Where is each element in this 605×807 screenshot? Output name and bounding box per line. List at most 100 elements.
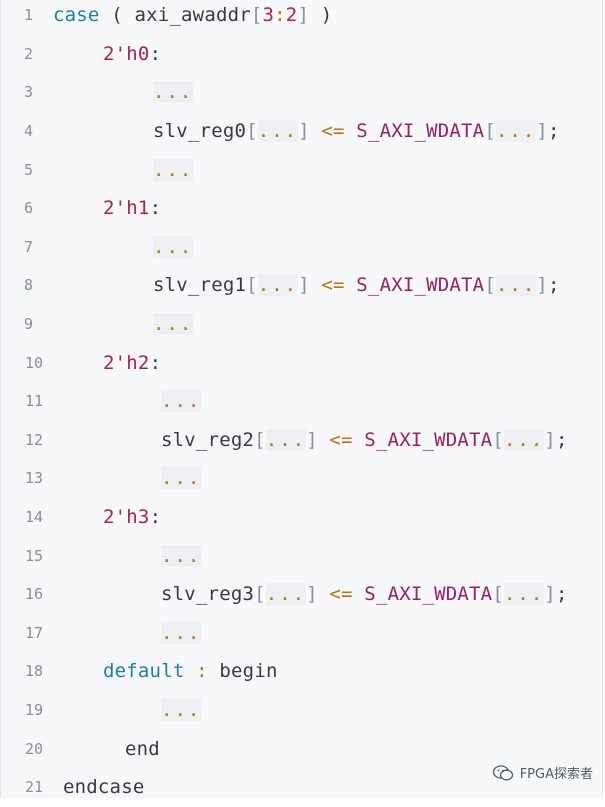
code-token: 3 (263, 4, 275, 26)
line-number: 4 (1, 122, 33, 140)
code-token: ] (536, 274, 548, 296)
code-text: endcase (63, 776, 144, 798)
code-token: [ (484, 274, 496, 296)
code-token: end (125, 738, 160, 760)
line-number: 2 (1, 45, 33, 63)
code-token: : (150, 197, 162, 219)
wechat-icon (492, 764, 514, 782)
code-text: slv_reg0[...] <= S_AXI_WDATA[...]; (153, 120, 560, 142)
code-token: : (150, 506, 162, 528)
code-token: [ (254, 583, 266, 605)
code-token: ] (306, 583, 318, 605)
code-token: <= (318, 583, 365, 605)
code-token: slv_reg3 (161, 583, 254, 605)
line-number: 18 (1, 662, 43, 680)
line-number: 20 (1, 740, 43, 758)
ellipsis-token: ... (161, 622, 201, 644)
code-text: case ( axi_awaddr[3:2] ) (53, 4, 332, 26)
line-number: 12 (1, 431, 43, 449)
code-token: ] (306, 429, 318, 451)
code-token: : (150, 352, 162, 374)
code-text: ... (153, 159, 193, 181)
code-token (184, 660, 196, 682)
code-token: S_AXI_WDATA (364, 429, 492, 451)
line-number: 15 (1, 547, 43, 565)
line-number: 5 (1, 161, 33, 179)
code-token: ; (556, 583, 568, 605)
code-token: <= (318, 429, 365, 451)
code-token: S_AXI_WDATA (356, 274, 484, 296)
ellipsis-token: ... (153, 81, 193, 103)
ellipsis-token: ... (153, 313, 193, 335)
code-text: end (125, 738, 160, 760)
watermark: FPGA探索者 (492, 763, 593, 782)
code-token: ; (548, 274, 560, 296)
code-token: 2'h1 (103, 197, 150, 219)
code-token: S_AXI_WDATA (356, 120, 484, 142)
ellipsis-token: ... (266, 429, 306, 451)
ellipsis-token: ... (258, 120, 298, 142)
code-token: 2 (286, 4, 298, 26)
ellipsis-token: ... (153, 159, 193, 181)
code-token: 2'h3 (103, 506, 150, 528)
code-line: 9... (1, 305, 602, 344)
code-line: 14 2'h3: (1, 498, 602, 537)
code-text: ... (161, 699, 201, 721)
code-text: 2'h3: (103, 506, 161, 528)
code-token: slv_reg2 (161, 429, 254, 451)
code-text: ... (161, 545, 201, 567)
code-token: <= (310, 274, 357, 296)
code-token: endcase (63, 776, 144, 798)
code-text: default : begin (103, 660, 278, 682)
ellipsis-token: ... (504, 429, 544, 451)
line-number: 17 (1, 624, 43, 642)
ellipsis-token: ... (161, 467, 201, 489)
line-number: 14 (1, 508, 43, 526)
code-text: ... (153, 236, 193, 258)
code-token: [ (246, 274, 258, 296)
line-number: 19 (1, 701, 43, 719)
code-text: ... (153, 313, 193, 335)
code-line: 17... (1, 614, 602, 653)
ellipsis-token: ... (258, 274, 298, 296)
code-text: slv_reg1[...] <= S_AXI_WDATA[...]; (153, 274, 560, 296)
ellipsis-token: ... (496, 274, 536, 296)
code-token: [ (246, 120, 258, 142)
ellipsis-token: ... (266, 583, 306, 605)
code-token: ) (309, 4, 332, 26)
code-text: ... (153, 81, 193, 103)
code-line: 13... (1, 459, 602, 498)
code-token: <= (310, 120, 357, 142)
ellipsis-token: ... (161, 390, 201, 412)
code-token: ; (548, 120, 560, 142)
code-token: [ (492, 429, 504, 451)
line-number: 21 (1, 778, 43, 796)
code-token: ( axi_awaddr (100, 4, 251, 26)
code-token: : (196, 660, 208, 682)
code-token: ] (544, 429, 556, 451)
code-token: slv_reg0 (153, 120, 246, 142)
code-text: ... (161, 390, 201, 412)
code-text: 2'h1: (103, 197, 161, 219)
line-number: 9 (1, 315, 33, 333)
code-line: 5... (1, 150, 602, 189)
line-number: 7 (1, 238, 33, 256)
line-number: 16 (1, 585, 43, 603)
code-token: ] (298, 120, 310, 142)
code-token: ; (556, 429, 568, 451)
line-number: 3 (1, 83, 33, 101)
code-token: ] (544, 583, 556, 605)
code-text: ... (161, 622, 201, 644)
code-token: ] (297, 4, 309, 26)
code-token: [ (251, 4, 263, 26)
line-number: 13 (1, 469, 43, 487)
code-line: 11... (1, 382, 602, 421)
code-token: begin (208, 660, 278, 682)
code-token: [ (492, 583, 504, 605)
